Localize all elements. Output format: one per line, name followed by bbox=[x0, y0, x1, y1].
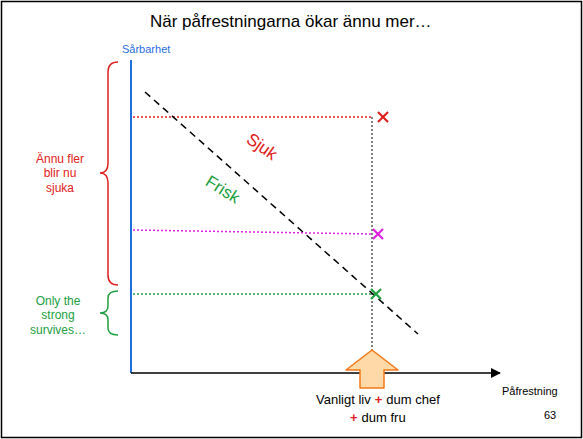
magenta-level bbox=[133, 230, 372, 234]
stress-sum-line: Vanligt liv +dum chef bbox=[314, 392, 442, 408]
x-axis bbox=[131, 372, 500, 374]
page-number: 63 bbox=[544, 409, 556, 422]
stress-sum-line: + dum fru bbox=[348, 410, 408, 426]
green-level bbox=[133, 293, 372, 295]
red-marker bbox=[378, 112, 388, 122]
vertical-level bbox=[372, 117, 373, 373]
red-brace bbox=[100, 62, 118, 285]
green-marker bbox=[371, 289, 381, 299]
slide-title: När påfrestningarna ökar ännu mer… bbox=[150, 12, 432, 32]
plus-sign: + bbox=[350, 410, 358, 425]
threshold-line bbox=[145, 92, 418, 334]
axis-label: Påfrestning bbox=[502, 385, 558, 398]
green-brace bbox=[100, 291, 118, 335]
red-level bbox=[133, 116, 372, 118]
stress-item: Vanligt liv bbox=[316, 392, 371, 407]
bracket-label: Only the strong survives… bbox=[26, 294, 90, 337]
y-axis bbox=[130, 60, 132, 373]
stress-item: dum fru bbox=[362, 410, 406, 425]
stress-item: dum chef bbox=[386, 392, 439, 407]
region-label: Frisk bbox=[201, 172, 243, 209]
magenta-marker bbox=[373, 229, 383, 239]
bracket-label: Ännu fler blir nu sjuka bbox=[30, 152, 90, 195]
region-label: Sjuk bbox=[242, 129, 281, 165]
axis-label: Sårbarhet bbox=[122, 43, 170, 56]
plus-sign: + bbox=[375, 392, 383, 407]
pressure-arrow bbox=[346, 350, 398, 388]
